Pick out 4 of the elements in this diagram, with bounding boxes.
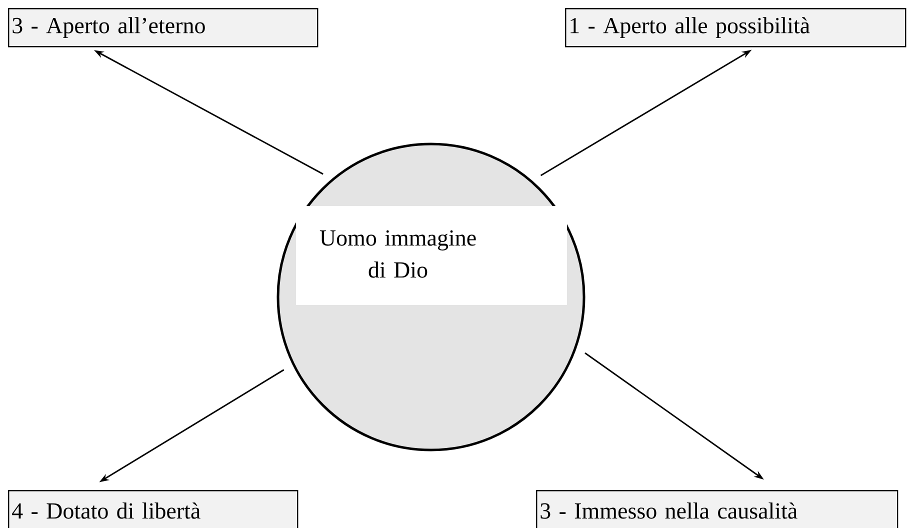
label-box: 3 - Aperto all’eterno [8, 8, 318, 48]
label-box: 4 - Dotato di libertà [8, 490, 298, 528]
label-box: 1 - Aperto alle possibilità [565, 8, 906, 48]
label-box: 3 - Immesso nella causalità [536, 490, 898, 528]
